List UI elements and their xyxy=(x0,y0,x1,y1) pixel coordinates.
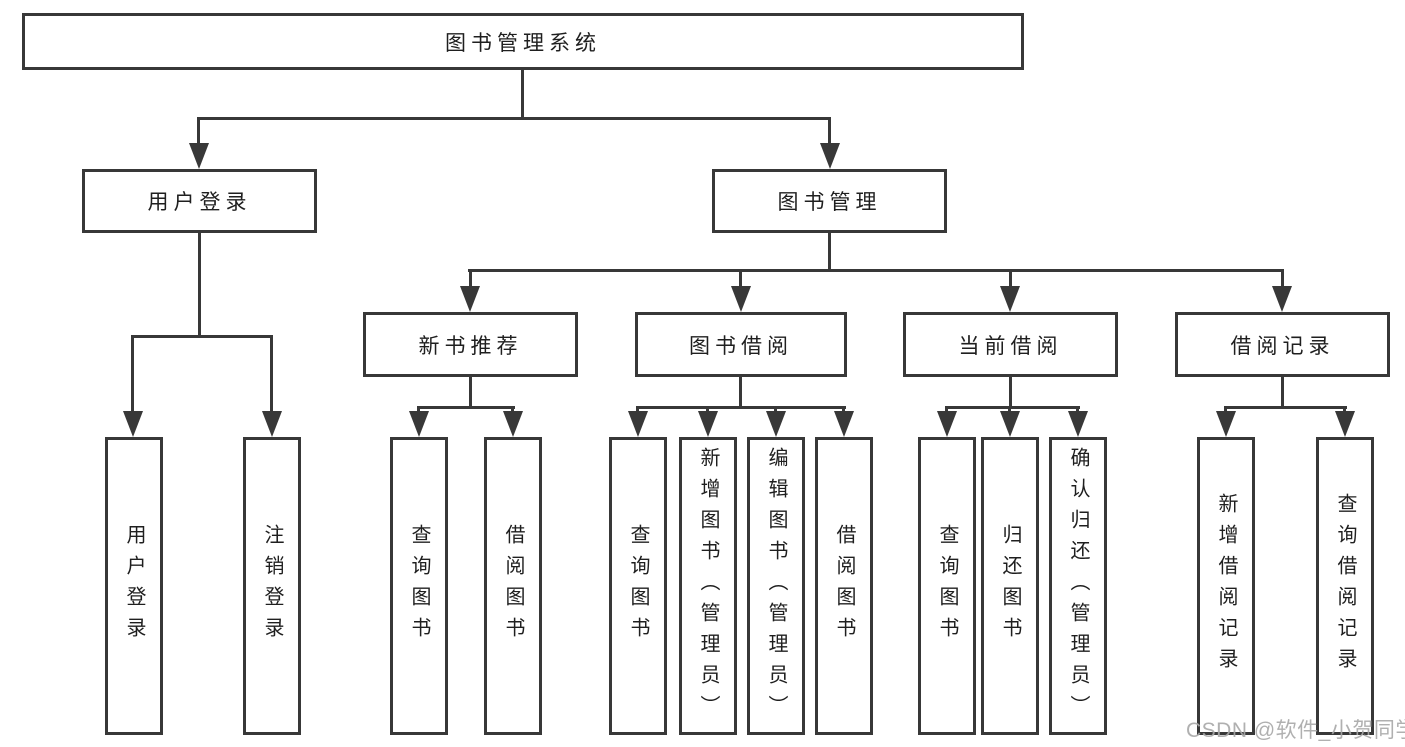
node-borrow-records: 借阅记录 xyxy=(1175,312,1390,377)
leaf-query-borrow-record: 查询借阅记录 xyxy=(1316,437,1374,735)
connector-root-stem xyxy=(521,70,524,118)
arrowhead-icon xyxy=(1335,411,1355,437)
connector-mgmt-drop-1 xyxy=(469,269,472,294)
arrowhead-icon xyxy=(1000,286,1020,312)
connector-mgmt-drop-2 xyxy=(739,269,742,294)
connector-mgmt-drop-4 xyxy=(1281,269,1284,294)
leaf-borrow-books: 借阅图书 xyxy=(815,437,873,735)
connector-current-bar xyxy=(945,406,1080,409)
leaf-label: 用户登录 xyxy=(123,524,145,648)
arrowhead-icon xyxy=(503,411,523,437)
csdn-watermark: CSDN @软件_小贺同学 xyxy=(1186,719,1405,742)
arrowhead-icon xyxy=(460,286,480,312)
leaf-label: 确认归还（管理员） xyxy=(1067,446,1089,726)
node-library-management-system: 图书管理系统 xyxy=(22,13,1024,70)
arrowhead-icon xyxy=(1068,411,1088,437)
connector-borrowing-bar xyxy=(636,406,846,409)
leaf-label: 归还图书 xyxy=(999,524,1021,648)
connector-borrowing-stem xyxy=(739,377,742,409)
node-new-book-recommend: 新书推荐 xyxy=(363,312,578,377)
connector-root-bar xyxy=(197,117,831,120)
leaf-add-borrow-record: 新增借阅记录 xyxy=(1197,437,1255,735)
leaf-user-login: 用户登录 xyxy=(105,437,163,735)
node-user-login: 用户登录 xyxy=(82,169,317,233)
connector-root-drop-right xyxy=(828,117,831,149)
arrowhead-icon xyxy=(123,411,143,437)
connector-mgmt-bar xyxy=(468,269,1284,272)
arrowhead-icon xyxy=(937,411,957,437)
arrowhead-icon xyxy=(1000,411,1020,437)
leaf-confirm-return-admin: 确认归还（管理员） xyxy=(1049,437,1107,735)
connector-records-stem xyxy=(1281,377,1284,409)
leaf-query-books-current: 查询图书 xyxy=(918,437,976,735)
arrowhead-icon xyxy=(766,411,786,437)
node-current-borrowing: 当前借阅 xyxy=(903,312,1118,377)
arrowhead-icon xyxy=(698,411,718,437)
connector-root-drop-left xyxy=(197,117,200,149)
node-book-borrowing: 图书借阅 xyxy=(635,312,847,377)
leaf-query-books: 查询图书 xyxy=(609,437,667,735)
leaf-label: 新增图书（管理员） xyxy=(697,446,719,726)
connector-mgmt-drop-3 xyxy=(1009,269,1012,294)
arrowhead-icon xyxy=(834,411,854,437)
leaf-label: 查询图书 xyxy=(408,524,430,648)
connector-login-stem xyxy=(198,233,201,337)
arrowhead-icon xyxy=(820,143,840,169)
leaf-logout: 注销登录 xyxy=(243,437,301,735)
arrowhead-icon xyxy=(409,411,429,437)
connector-login-drop-1 xyxy=(131,335,134,417)
connector-login-drop-2 xyxy=(270,335,273,417)
leaf-edit-books-admin: 编辑图书（管理员） xyxy=(747,437,805,735)
node-book-management: 图书管理 xyxy=(712,169,947,233)
connector-recommend-stem xyxy=(469,377,472,409)
connector-mgmt-stem xyxy=(828,233,831,272)
arrowhead-icon xyxy=(1216,411,1236,437)
leaf-label: 借阅图书 xyxy=(833,524,855,648)
arrowhead-icon xyxy=(731,286,751,312)
leaf-query-books-recommend: 查询图书 xyxy=(390,437,448,735)
leaf-label: 查询图书 xyxy=(936,524,958,648)
leaf-label: 编辑图书（管理员） xyxy=(765,446,787,726)
arrowhead-icon xyxy=(628,411,648,437)
leaf-label: 借阅图书 xyxy=(502,524,524,648)
connector-recommend-bar xyxy=(417,406,515,409)
arrowhead-icon xyxy=(189,143,209,169)
leaf-label: 注销登录 xyxy=(261,524,283,648)
leaf-label: 新增借阅记录 xyxy=(1215,493,1237,679)
leaf-label: 查询借阅记录 xyxy=(1334,493,1356,679)
connector-login-bar xyxy=(131,335,273,338)
leaf-label: 查询图书 xyxy=(627,524,649,648)
leaf-add-books-admin: 新增图书（管理员） xyxy=(679,437,737,735)
arrowhead-icon xyxy=(262,411,282,437)
arrowhead-icon xyxy=(1272,286,1292,312)
leaf-borrow-books-recommend: 借阅图书 xyxy=(484,437,542,735)
connector-current-stem xyxy=(1009,377,1012,409)
connector-records-bar xyxy=(1224,406,1347,409)
leaf-return-books: 归还图书 xyxy=(981,437,1039,735)
